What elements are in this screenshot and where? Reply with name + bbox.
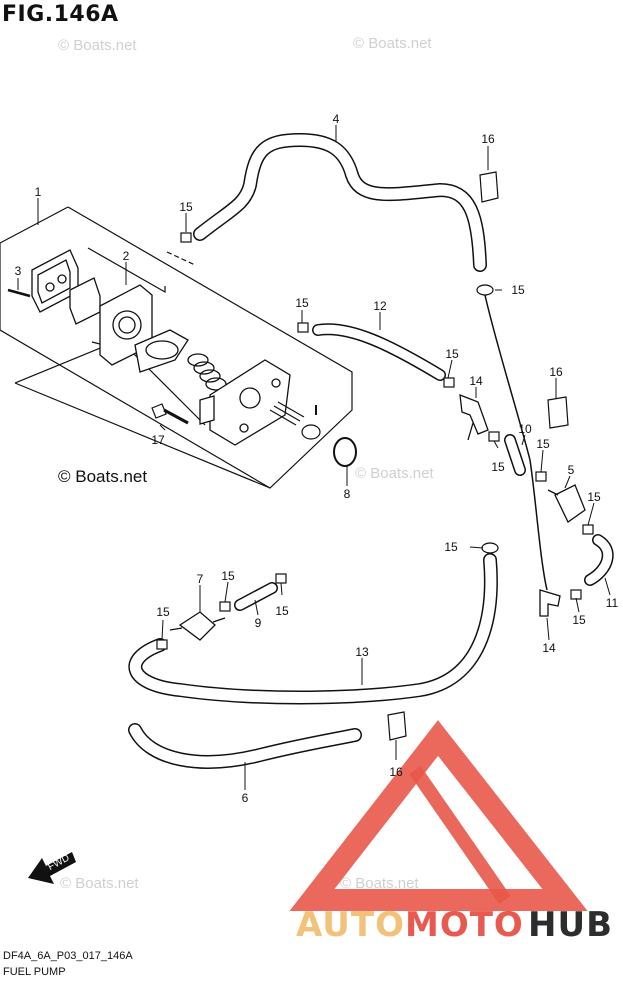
- brand-auto: AUTO: [296, 905, 405, 945]
- tee-fitting-upper: [459, 394, 489, 441]
- watermark-text: © Boats.net: [340, 875, 419, 892]
- callout-10: 10: [518, 422, 532, 436]
- callout-6: 6: [242, 791, 249, 805]
- callout-1: 1: [35, 185, 42, 199]
- watermark-main: © Boats.net: [58, 467, 147, 486]
- callout-15: 15: [444, 540, 458, 554]
- callout-2: 2: [123, 249, 130, 263]
- hose-clip: [387, 171, 569, 741]
- callout-14-lower: 14: [542, 641, 556, 655]
- watermark-text: © Boats.net: [58, 37, 137, 54]
- callout-12: 12: [373, 299, 387, 313]
- fuel-filter: [547, 484, 586, 523]
- callout-15: 15: [295, 296, 309, 310]
- callout-4: 4: [333, 112, 340, 126]
- watermarks: © Boats.net © Boats.net © Boats.net © Bo…: [58, 35, 434, 892]
- callout-9: 9: [255, 616, 262, 630]
- callout-15: 15: [221, 569, 235, 583]
- callout-15: 15: [156, 605, 170, 619]
- check-valve: [169, 611, 226, 641]
- callout-7: 7: [197, 572, 204, 586]
- figure-title: FIG.146A: [2, 2, 119, 27]
- watermark-text: © Boats.net: [60, 875, 139, 892]
- pump-body: [69, 277, 189, 373]
- callout-15: 15: [275, 604, 289, 618]
- callout-16-top: 16: [481, 132, 495, 146]
- brand-logo: [289, 720, 588, 911]
- callout-13: 13: [355, 645, 369, 659]
- pump-cover: [199, 359, 291, 446]
- callout-3: 3: [15, 264, 22, 278]
- brand-hub: HUB: [528, 905, 613, 945]
- fuel-line: [484, 294, 548, 591]
- callout-16-bottom: 16: [389, 765, 403, 779]
- callout-5: 5: [568, 463, 575, 477]
- tee-fitting-lower: [539, 589, 561, 617]
- brand-text: AUTO MOTO HUB: [296, 905, 613, 945]
- callouts: 1 2 3 4 5 6 7 8 9 10 11 12 13 14 14 15 1…: [15, 112, 619, 805]
- drawing-code: DF4A_6A_P03_017_146A: [3, 950, 133, 962]
- callout-15: 15: [572, 613, 586, 627]
- o-ring: [333, 437, 357, 467]
- callout-8: 8: [344, 487, 351, 501]
- callout-15: 15: [445, 347, 459, 361]
- callout-15: 15: [179, 200, 193, 214]
- gasket-plate: [7, 249, 79, 313]
- inner-spring: [269, 401, 321, 440]
- watermark-text: © Boats.net: [353, 35, 432, 52]
- leader-lines: [17, 125, 611, 790]
- callout-15: 15: [491, 460, 505, 474]
- spring-assembly: [187, 353, 227, 391]
- watermark-text: © Boats.net: [355, 465, 434, 482]
- callout-14-upper: 14: [469, 374, 483, 388]
- clamps: [156, 232, 594, 650]
- callout-17: 17: [151, 433, 165, 447]
- callout-16-right: 16: [549, 365, 563, 379]
- callout-15: 15: [536, 437, 550, 451]
- figure-name: FUEL PUMP: [3, 966, 66, 978]
- callout-15: 15: [511, 283, 525, 297]
- callout-11: 11: [606, 596, 619, 610]
- callout-15: 15: [587, 490, 601, 504]
- bolt: [151, 403, 189, 425]
- brand-moto: MOTO: [405, 905, 524, 945]
